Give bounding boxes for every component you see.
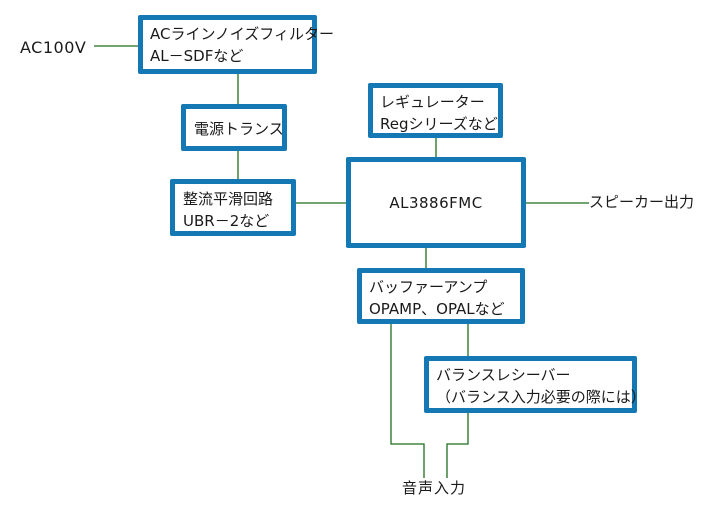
block-regulator-title: レギュレーター [380,93,485,111]
block-rectifier-subtitle: UBR－2など [183,212,270,230]
block-amplifier-al3886fmc: AL3886FMC [346,157,526,248]
block-transformer-title: 電源トランス [194,120,284,138]
block-filter-subtitle: AL－SDFなど [150,47,244,65]
wire-buffer-to-audio-in [390,322,425,478]
block-regulator-subtitle: Regシリーズなど [380,115,498,133]
block-buffer-amp: バッファーアンプ OPAMP、OPALなど [357,268,525,324]
block-receiver-subtitle: （バランス入力必要の際には） [436,388,646,406]
block-amplifier-title: AL3886FMC [389,193,483,212]
block-filter-title: ACラインノイズフィルター [150,25,334,43]
block-buffer-subtitle: OPAMP、OPALなど [369,300,505,318]
block-regulator: レギュレーター Regシリーズなど [368,83,503,138]
wire-receiver-to-audio-in [446,411,469,478]
block-rectifier-title: 整流平滑回路 [183,190,274,208]
speaker-output-label: スピーカー出力 [589,193,695,211]
block-buffer-title: バッファーアンプ [369,278,488,296]
block-rectifier-smoothing: 整流平滑回路 UBR－2など [170,179,296,236]
audio-input-label: 音声入力 [402,479,467,497]
block-balanced-receiver: バランスレシーバー （バランス入力必要の際には） [424,356,646,413]
block-power-transformer: 電源トランス [181,104,287,151]
ac-input-label: AC100V [20,38,87,57]
block-receiver-title: バランスレシーバー [436,366,571,384]
block-line-noise-filter: ACラインノイズフィルター AL－SDFなど [138,15,334,74]
